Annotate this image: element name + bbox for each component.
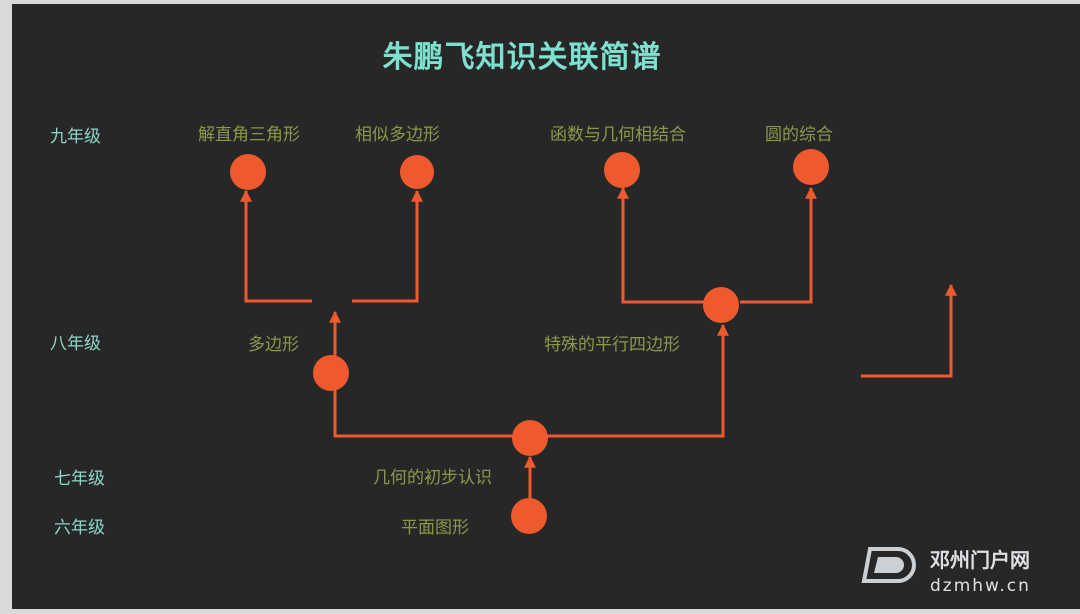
- edge-parallelogram-to-circle: [740, 186, 817, 304]
- label-geometry-basics: 几何的初步认识: [373, 468, 492, 488]
- watermark-logo-icon: [861, 547, 916, 583]
- node-right-triangle: [230, 154, 266, 190]
- edge-basics-to-parallelogram: [530, 323, 729, 438]
- diagram-canvas: 邓州门户网 dzmhw.cn: [230, 149, 1031, 596]
- grade-label-8: 八年级: [50, 334, 101, 354]
- node-plane-figures: [511, 498, 547, 534]
- label-plane-figures: 平面图形: [401, 518, 469, 538]
- grade-label-6: 六年级: [54, 518, 105, 538]
- node-polygon: [313, 355, 349, 391]
- edge-stray-connector: [861, 283, 957, 378]
- watermark-name: 邓州门户网: [930, 548, 1030, 572]
- node-special-parallelogram: [703, 287, 739, 323]
- label-special-parallelogram: 特殊的平行四边形: [544, 335, 680, 355]
- label-right-triangle: 解直角三角形: [198, 125, 300, 145]
- watermark-domain: dzmhw.cn: [930, 576, 1031, 596]
- grade-label-7: 七年级: [54, 469, 105, 489]
- edge-parallelogram-to-function: [617, 186, 705, 304]
- node-function-geometry: [604, 152, 640, 188]
- edge-polygon-to-similar: [352, 189, 423, 303]
- diagram-board: 朱鹏飞知识关联简谱 九年级 八年级 七年级 六年级 解直角三角形 相似多边形 函…: [12, 4, 1080, 609]
- diagram-title: 朱鹏飞知识关联简谱: [382, 40, 662, 75]
- label-polygon: 多边形: [248, 335, 299, 355]
- label-circle-synthesis: 圆的综合: [765, 125, 833, 145]
- label-similar-polygons: 相似多边形: [355, 125, 440, 145]
- edge-basics-to-polygon: [329, 310, 530, 438]
- node-geometry-basics: [512, 420, 548, 456]
- edge-polygon-to-right-triangle: [240, 189, 312, 303]
- node-similar-polygons: [400, 155, 434, 189]
- label-function-geometry: 函数与几何相结合: [550, 125, 686, 145]
- node-circle-synthesis: [793, 149, 829, 185]
- grade-label-9: 九年级: [50, 127, 101, 147]
